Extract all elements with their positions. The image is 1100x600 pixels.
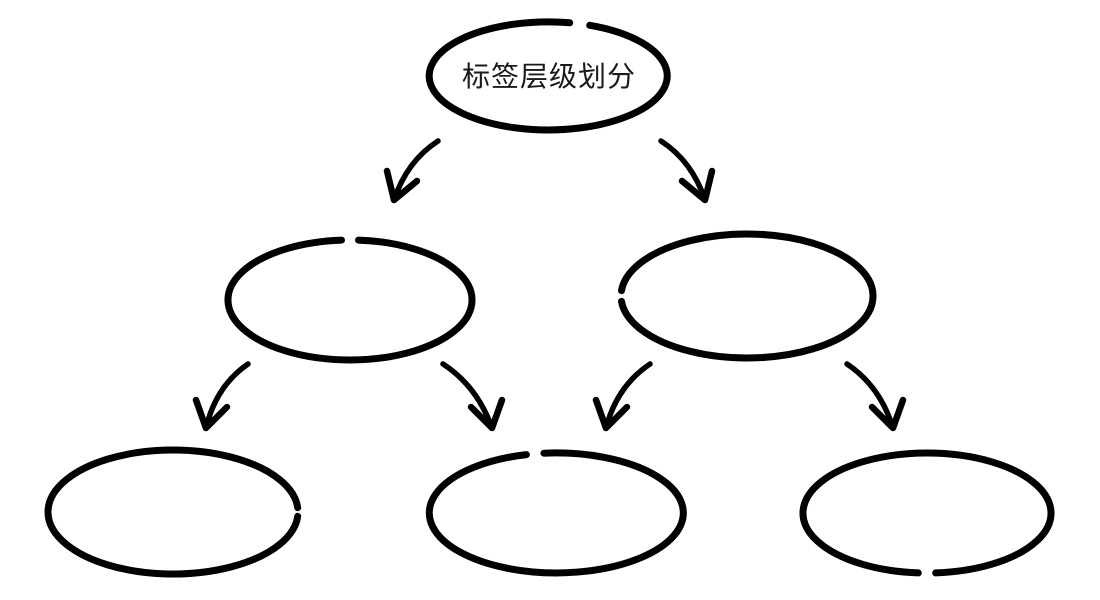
root-label: 标签层级划分 [462,61,636,92]
leaf-left-ellipse [44,446,302,578]
node-branch-right [618,230,877,362]
branch-left-ellipse [224,236,476,364]
arrowhead-icon [592,396,631,432]
arrowhead-icon [467,396,506,432]
edge-shaft [391,138,441,203]
edge-shaft [844,361,896,431]
node-leaf-middle [425,449,687,577]
arrowhead-icon [383,167,421,204]
edge-branch-right-to-leaf-middle [592,361,653,432]
edge-root-to-branch-right [658,138,716,204]
edge-branch-left-to-leaf-middle [440,361,506,432]
node-leaf-right [799,449,1055,577]
edge-shaft [203,361,251,431]
arrowhead-icon [868,396,907,432]
node-leaf-left [44,446,302,578]
root-ellipse [425,18,671,134]
edge-shaft [603,361,653,431]
edge-shaft [658,138,708,203]
node-root: 标签层级划分 [425,18,671,134]
edge-shaft [440,361,495,431]
arrowhead-icon [678,167,716,204]
edge-branch-left-to-leaf-left [192,361,251,432]
leaf-right-ellipse [799,449,1055,577]
branch-right-ellipse [618,230,877,362]
edge-branch-right-to-leaf-right [844,361,907,432]
edge-root-to-branch-left [383,138,441,204]
arrowhead-icon [192,396,231,432]
node-branch-left [224,236,476,364]
leaf-middle-ellipse [425,449,687,577]
